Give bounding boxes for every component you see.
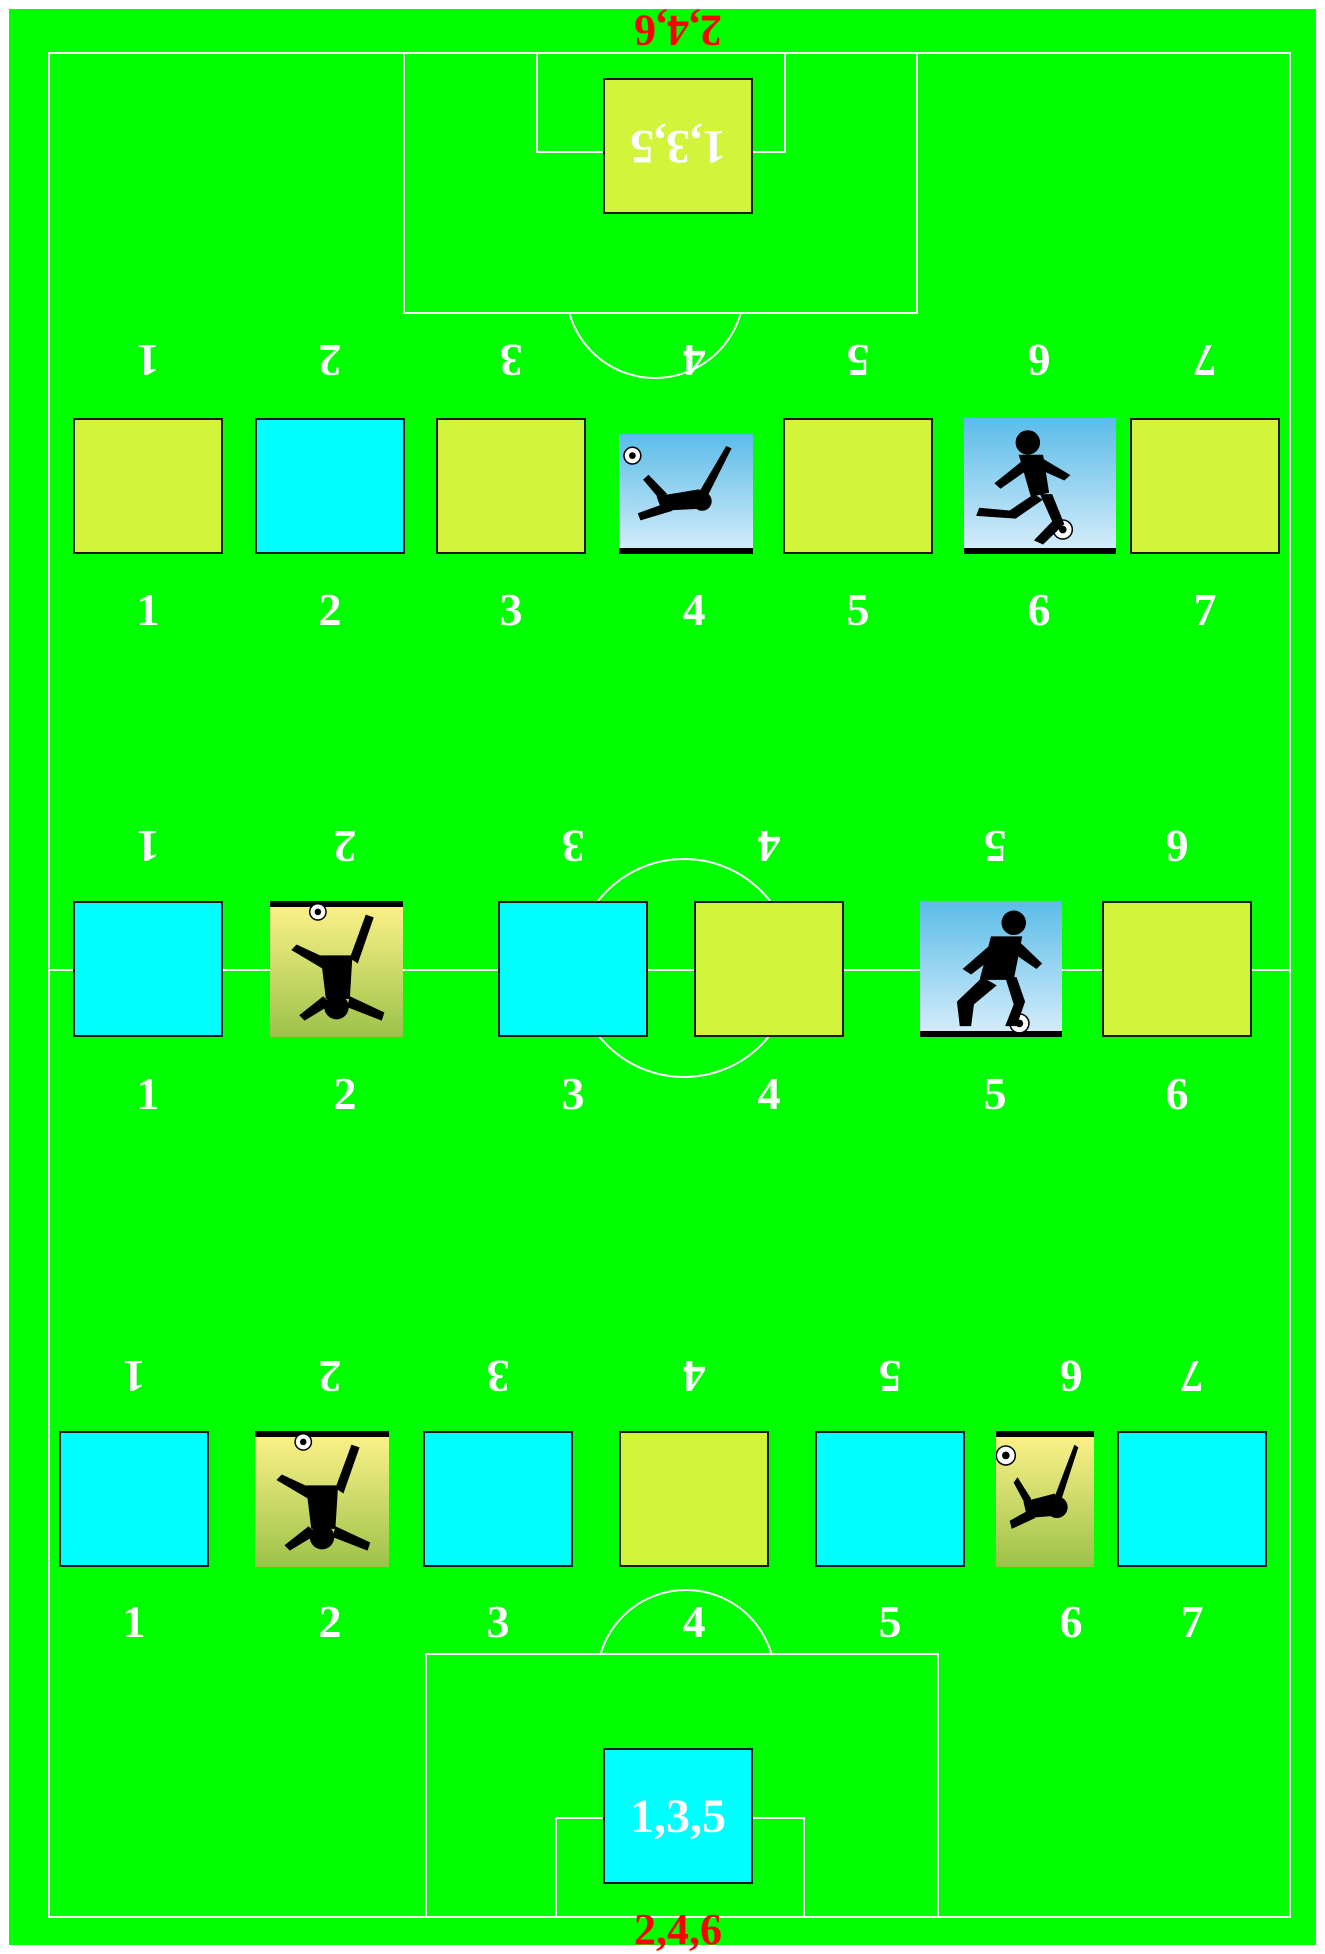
row-bottom-label-upside-7: 7 (1162, 1353, 1222, 1399)
row-top-label-upside-3: 3 (481, 337, 541, 383)
soccer-ball-icon (310, 904, 326, 920)
row-top-label-3: 3 (481, 587, 541, 633)
tile-picture (255, 1431, 389, 1567)
row-middle-label-6: 6 (1147, 1071, 1207, 1117)
row-top-label-6: 6 (1009, 587, 1069, 633)
row-middle-label-2: 2 (315, 1071, 375, 1117)
row-top-label-upside-2: 2 (300, 337, 360, 383)
player-dribbling-icon (957, 911, 1042, 1027)
row-top-label-upside-7: 7 (1175, 337, 1235, 383)
grass-strip (619, 548, 753, 554)
row-top-label-upside-1: 1 (118, 337, 178, 383)
row-bottom-label-6: 6 (1041, 1599, 1101, 1645)
player-running-icon (976, 430, 1070, 544)
player-overhead-kick-icon (276, 1445, 370, 1551)
row-bottom-label-upside-1: 1 (104, 1353, 164, 1399)
row-middle-label-3: 3 (543, 1071, 603, 1117)
soccer-ball-icon (996, 1446, 1015, 1465)
row-top-tile-5[interactable] (783, 418, 933, 554)
row-middle-tile-1[interactable] (73, 901, 223, 1037)
row-bottom-label-4: 4 (664, 1599, 724, 1645)
row-bottom-label-upside-4: 4 (664, 1353, 724, 1399)
row-bottom-label-upside-3: 3 (468, 1353, 528, 1399)
row-middle-label-upside-4: 4 (739, 823, 799, 869)
row-top-tile-4[interactable] (619, 434, 753, 554)
row-top-label-4: 4 (664, 587, 724, 633)
row-middle-tile-4[interactable] (694, 901, 844, 1037)
row-middle-label-upside-3: 3 (543, 823, 603, 869)
row-bottom-label-3: 3 (468, 1599, 528, 1645)
row-bottom-label-upside-6: 6 (1041, 1353, 1101, 1399)
row-top-tile-2[interactable] (255, 418, 405, 554)
bottom-goal-tile[interactable]: 1,3,5 (603, 1748, 753, 1884)
row-middle-tile-3[interactable] (498, 901, 648, 1037)
row-bottom-tile-6[interactable] (996, 1431, 1094, 1567)
row-middle-label-1: 1 (118, 1071, 178, 1117)
row-bottom-label-upside-2: 2 (300, 1353, 360, 1399)
top-goal-tile[interactable]: 1,3,5 (603, 78, 753, 214)
row-middle-label-upside-2: 2 (315, 823, 375, 869)
row-top-label-upside-5: 5 (828, 337, 888, 383)
grass-strip (996, 1431, 1094, 1437)
grass-strip (255, 1431, 389, 1437)
row-bottom-label-7: 7 (1162, 1599, 1222, 1645)
row-top-label-upside-6: 6 (1009, 337, 1069, 383)
row-bottom-tile-7[interactable] (1117, 1431, 1267, 1567)
row-top-label-1: 1 (118, 587, 178, 633)
player-bicycle-kick-icon (638, 446, 732, 520)
player-bicycle-kick-icon (1010, 1445, 1079, 1529)
tile-picture (270, 901, 403, 1037)
row-middle-tile-5[interactable] (920, 901, 1062, 1037)
tile-picture (996, 1431, 1094, 1567)
tile-picture (920, 901, 1062, 1037)
row-bottom-tile-1[interactable] (59, 1431, 209, 1567)
row-bottom-label-upside-5: 5 (860, 1353, 920, 1399)
row-middle-label-5: 5 (965, 1071, 1025, 1117)
row-middle-tile-2[interactable] (270, 901, 403, 1037)
top-dice-label: 2,4,6 (578, 8, 778, 52)
row-bottom-tile-2[interactable] (255, 1431, 389, 1567)
row-top-label-7: 7 (1175, 587, 1235, 633)
soccer-ball-icon (295, 1434, 311, 1450)
row-middle-label-upside-5: 5 (965, 823, 1025, 869)
row-middle-label-upside-6: 6 (1147, 823, 1207, 869)
player-overhead-kick-icon (291, 915, 384, 1021)
bottom-goal-tile-label: 1,3,5 (630, 1789, 726, 1844)
row-top-label-2: 2 (300, 587, 360, 633)
row-bottom-tile-5[interactable] (815, 1431, 965, 1567)
grass-strip (920, 1031, 1062, 1037)
soccer-ball-icon (624, 447, 641, 464)
row-bottom-tile-4[interactable] (619, 1431, 769, 1567)
bottom-dice-label: 2,4,6 (578, 1908, 778, 1952)
row-top-label-5: 5 (828, 587, 888, 633)
tile-picture (619, 434, 753, 554)
tile-picture (964, 418, 1116, 554)
row-bottom-label-5: 5 (860, 1599, 920, 1645)
row-middle-label-upside-1: 1 (118, 823, 178, 869)
grass-strip (270, 901, 403, 907)
grass-strip (964, 548, 1116, 554)
row-top-tile-3[interactable] (436, 418, 586, 554)
top-goal-tile-label: 1,3,5 (630, 119, 726, 174)
row-middle-label-4: 4 (739, 1071, 799, 1117)
row-top-tile-7[interactable] (1130, 418, 1280, 554)
row-bottom-label-2: 2 (300, 1599, 360, 1645)
row-middle-tile-6[interactable] (1102, 901, 1252, 1037)
row-top-label-upside-4: 4 (664, 337, 724, 383)
row-top-tile-1[interactable] (73, 418, 223, 554)
row-top-tile-6[interactable] (964, 418, 1116, 554)
row-bottom-label-1: 1 (104, 1599, 164, 1645)
row-bottom-tile-3[interactable] (423, 1431, 573, 1567)
